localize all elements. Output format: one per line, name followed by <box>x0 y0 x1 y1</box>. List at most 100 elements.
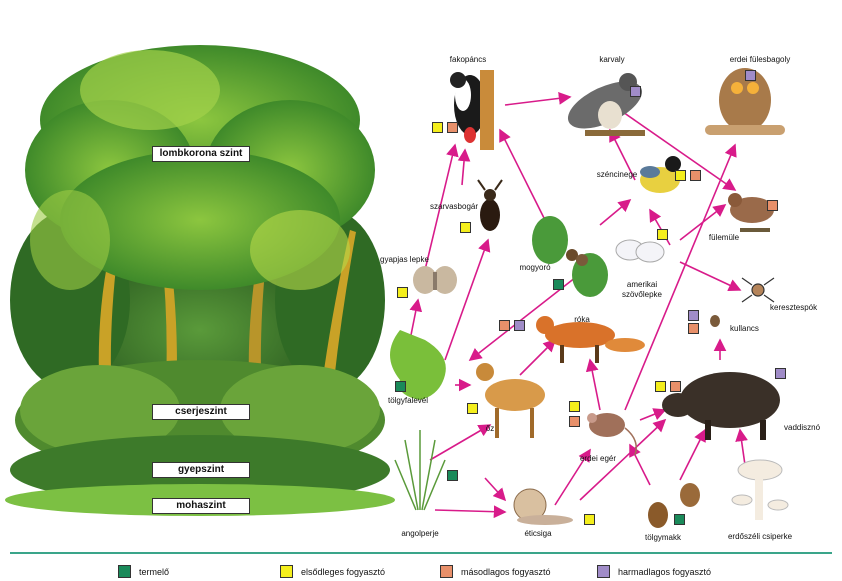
label-amerikai-1: amerikai <box>626 280 658 289</box>
label-angolperje: angolperje <box>401 529 439 538</box>
label-fulemule: fülemüle <box>708 233 740 242</box>
marker-primary <box>432 122 443 133</box>
arrow <box>424 143 459 271</box>
label-kullancs: kullancs <box>730 324 759 333</box>
legend-item-primary: elsődleges fogyasztó <box>280 565 385 578</box>
arrow <box>624 143 737 411</box>
label-oz: őz <box>485 424 495 433</box>
label-csiperke: erdőszéli csiperke <box>727 532 793 541</box>
legend-swatch-tertiary <box>597 565 610 578</box>
tick-figure <box>710 315 720 327</box>
marker-primary <box>460 222 471 233</box>
layer-label-moss: mohaszint <box>152 498 250 514</box>
legend: termelő elsődleges fogyasztó másodlagos … <box>0 552 842 581</box>
tit-figure <box>640 156 681 193</box>
arrow <box>519 338 557 376</box>
snail-figure <box>513 488 573 525</box>
arrow <box>585 358 601 411</box>
food-web-arrows <box>390 68 789 528</box>
legend-item-producer: termelő <box>118 565 169 578</box>
legend-label-primary: elsődleges fogyasztó <box>301 566 386 577</box>
acorn-figure <box>648 483 700 528</box>
marker-primary <box>675 170 686 181</box>
label-bagoly: erdei fülesbagoly <box>729 55 791 64</box>
marker-secondary <box>670 381 681 392</box>
nightingale-figure <box>728 193 774 232</box>
mushroom-figure <box>731 459 789 520</box>
fox-figure <box>536 316 645 363</box>
label-szarvasbogar: szarvasbogár <box>429 202 479 211</box>
label-tolgyfalevel: tölgyfalevél <box>387 396 429 405</box>
marker-tertiary <box>630 86 641 97</box>
marker-tertiary <box>688 310 699 321</box>
label-mogyoro: mogyoró <box>519 263 551 272</box>
marker-producer <box>447 470 458 481</box>
arrow <box>619 109 737 191</box>
arrow <box>434 505 507 519</box>
marker-primary <box>569 401 580 412</box>
ryegrass-figure <box>394 430 446 511</box>
legend-label-secondary: másodlagos fogyasztó <box>461 566 551 577</box>
label-fakopancs: fakopáncs <box>449 55 487 64</box>
label-vaddiszno: vaddisznó <box>784 423 821 432</box>
hawk-figure <box>567 73 645 136</box>
arrow <box>444 238 491 361</box>
marker-primary <box>397 287 408 298</box>
layer-label-canopy: lombkorona szint <box>152 146 250 162</box>
arrow <box>735 428 748 466</box>
forest-illustration <box>5 45 395 516</box>
arrow <box>609 128 636 181</box>
legend-item-secondary: másodlagos fogyasztó <box>440 565 551 578</box>
legend-label-tertiary: harmadlagos fogyasztó <box>618 566 712 577</box>
legend-label-producer: termelő <box>139 566 170 577</box>
legend-item-tertiary: harmadlagos fogyasztó <box>597 565 711 578</box>
marker-tertiary <box>775 368 786 379</box>
label-eger: erdei egér <box>579 454 617 463</box>
marker-primary <box>467 403 478 414</box>
arrow <box>457 148 471 186</box>
label-keresztespok: keresztespók <box>770 303 818 312</box>
wild-boar-figure <box>662 372 780 440</box>
mouse-figure <box>587 413 637 456</box>
arrow <box>409 298 423 341</box>
marker-tertiary <box>514 320 525 331</box>
stag-beetle-figure <box>477 179 503 231</box>
marker-producer <box>395 381 406 392</box>
arrow <box>499 128 546 221</box>
owl-figure <box>705 68 785 135</box>
marker-primary <box>584 514 595 525</box>
label-tolgymakk: tölgymakk <box>644 533 682 542</box>
layer-label-herb: gyepszint <box>152 462 250 478</box>
marker-secondary <box>447 122 458 133</box>
arrow <box>679 261 742 292</box>
legend-swatch-producer <box>118 565 131 578</box>
arrow <box>429 424 492 461</box>
label-gyapjas: gyapjas lepke <box>380 255 429 264</box>
arrow <box>484 477 507 502</box>
marker-secondary <box>499 320 510 331</box>
marker-producer <box>553 279 564 290</box>
roe-deer-figure <box>476 363 545 438</box>
arrow <box>629 443 651 486</box>
legend-swatch-primary <box>280 565 293 578</box>
marker-producer <box>674 514 685 525</box>
label-amerikai-2: szövőlepke <box>621 290 663 299</box>
fall-webworm-figure <box>615 239 665 263</box>
arrow <box>468 269 586 361</box>
label-eticsiga: éticsiga <box>524 529 552 538</box>
marker-tertiary <box>745 70 756 81</box>
arrow <box>579 418 667 501</box>
arrow <box>504 92 572 106</box>
arrow <box>639 408 667 421</box>
marker-secondary <box>690 170 701 181</box>
marker-primary <box>655 381 666 392</box>
marker-primary <box>657 229 668 240</box>
layer-label-shrub: cserjeszint <box>152 404 250 420</box>
hazel-figure <box>532 216 608 297</box>
label-roka: róka <box>574 315 590 324</box>
spider-figure <box>741 277 775 303</box>
legend-divider <box>10 552 832 554</box>
marker-secondary <box>688 323 699 334</box>
label-szencinege: széncinege <box>596 170 638 179</box>
